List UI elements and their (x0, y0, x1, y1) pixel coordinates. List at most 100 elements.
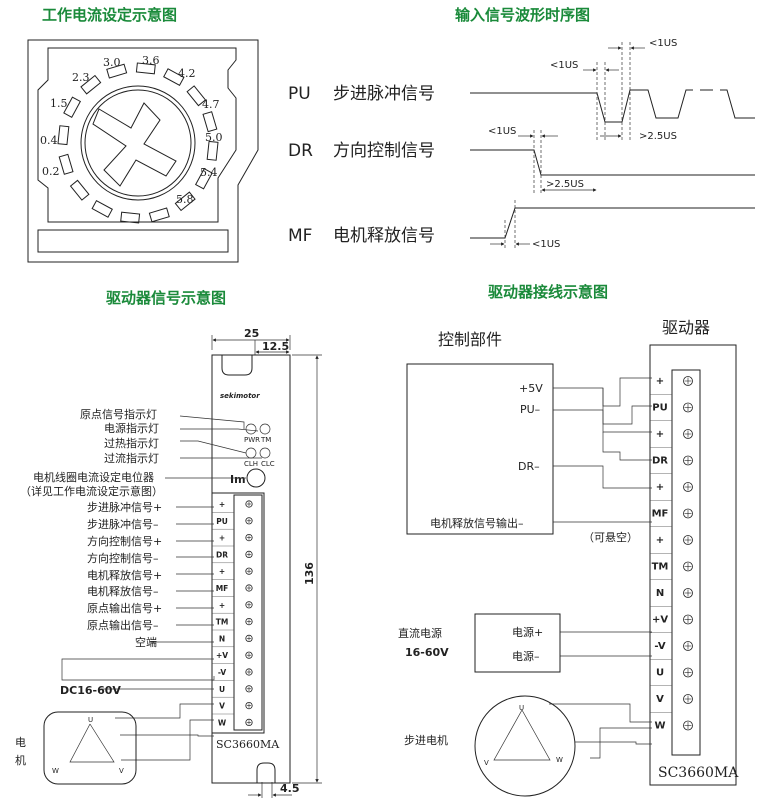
terminal-screw-icon[interactable] (245, 685, 253, 693)
terminal-label: + (219, 601, 225, 610)
terminal-screw-icon[interactable] (683, 482, 693, 492)
terminal-screw-icon[interactable] (245, 651, 253, 659)
terminal-screw-icon[interactable] (683, 694, 693, 704)
terminal-label: W (218, 718, 227, 727)
terminal-screw-icon[interactable] (245, 601, 253, 609)
terminal-screw-icon[interactable] (245, 550, 253, 559)
motor-label: 机 (15, 753, 26, 767)
label-current-pot-note: （详见工作电流设定示意图） (20, 484, 163, 498)
label-overheat-led: 过热指示灯 (104, 436, 159, 450)
terminal-screw-icon[interactable] (683, 429, 693, 439)
dc-power-box (474, 613, 561, 673)
terminal-screw-icon[interactable] (683, 561, 693, 572)
dc-power-title: 直流电源 (398, 626, 442, 640)
control-pin: 电机释放信号输出– (430, 516, 524, 530)
terminal-label: N (219, 634, 225, 643)
dim-width: 25 (244, 327, 259, 340)
phase-label: U (88, 716, 93, 724)
timing-signal-name: 电机释放信号 (333, 226, 435, 246)
wiring-diagram-title: 驱动器接线示意图 (488, 283, 608, 301)
terminal-screw-icon[interactable] (245, 718, 253, 727)
timing-signal-name: 步进脉冲信号 (333, 84, 435, 104)
dial-value: 5.4 (200, 166, 218, 179)
terminal-label: DR (216, 550, 228, 559)
led-label: TM (260, 436, 271, 444)
terminal-screw-icon[interactable] (683, 376, 693, 386)
dial-slot (69, 179, 90, 201)
terminal-label: TM (652, 562, 669, 573)
terminal-label: W (654, 721, 665, 732)
led-pwr (245, 423, 257, 435)
stepper-winding-icon (493, 709, 551, 761)
terminal-screw-icon[interactable] (245, 500, 253, 508)
wiring-diagram: 控制部件 驱动器 +5V PU– DR– 电机释放信号输出– （可悬空） +PU… (398, 318, 739, 797)
pu-waveform (470, 89, 693, 123)
terminal-label: + (219, 500, 225, 509)
dim-half-width: 12.5 (262, 340, 289, 353)
phase-label: U (519, 704, 524, 712)
terminal-screw-icon[interactable] (245, 567, 253, 575)
terminal-screw-icon[interactable] (245, 517, 253, 525)
terminal-screw-icon[interactable] (683, 614, 693, 625)
dial-slot (80, 74, 102, 95)
terminal-label: DR (652, 456, 668, 467)
timing-annotation: <1US (550, 60, 578, 71)
terminal-screw-icon[interactable] (245, 617, 253, 626)
dial-value: 5.0 (205, 131, 223, 144)
timing-annotation: <1US (532, 239, 560, 250)
stepper-motor-circle (474, 695, 576, 797)
phase-label: W (52, 767, 59, 775)
dial-slot (148, 207, 170, 223)
terminal-screw-icon[interactable] (245, 584, 253, 592)
driver-box (649, 344, 737, 786)
dial-slot (58, 153, 74, 175)
stepper-motor-title: 步进电机 (404, 733, 448, 747)
terminal-label: + (656, 535, 664, 546)
terminal-screw-icon[interactable] (245, 634, 253, 643)
terminal-label: + (219, 567, 225, 576)
power-pin: 电源+ (512, 625, 543, 639)
terminal-label: TM (216, 618, 229, 627)
dial-value: 4.7 (202, 98, 220, 111)
model-label: SC3660MA (216, 738, 280, 751)
driver-model: SC3660MA (658, 765, 739, 781)
terminal-screw-icon[interactable] (683, 455, 693, 466)
terminal-label: +V (652, 615, 668, 626)
dim-height: 136 (303, 562, 316, 585)
signal-diagram-title: 驱动器信号示意图 (106, 289, 226, 307)
terminal-screw-icon[interactable] (683, 667, 693, 678)
terminal-screw-icon[interactable] (683, 641, 693, 651)
dial-value: 0.4 (40, 134, 58, 147)
power-pin: 电源– (512, 649, 540, 663)
terminal-screw-icon[interactable] (245, 701, 253, 710)
terminal-label: MF (216, 584, 229, 593)
dial-slot (174, 191, 196, 212)
terminal-screw-icon[interactable] (683, 402, 693, 413)
terminal-screw-icon[interactable] (245, 533, 253, 542)
label-mf-minus: 电机释放信号– (87, 584, 159, 598)
terminal-label: N (656, 588, 664, 599)
current-setting-title: 工作电流设定示意图 (42, 6, 177, 24)
dial-value: 0.2 (42, 165, 60, 178)
terminal-screw-icon[interactable] (245, 668, 253, 676)
terminal-screw-icon[interactable] (683, 720, 693, 731)
dial-value: 3.6 (142, 54, 160, 67)
dial-slot (186, 85, 207, 107)
dial-pointer-icon (92, 102, 177, 187)
label-current-pot: 电机线圈电流设定电位器 (33, 470, 154, 484)
terminal-screw-icon[interactable] (683, 508, 693, 519)
control-pin: DR– (518, 460, 540, 473)
dial-slot (135, 62, 156, 75)
current-pot-knob[interactable] (246, 468, 266, 488)
terminal-screw-icon[interactable] (683, 588, 693, 598)
terminal-label: +V (216, 651, 228, 660)
mf-waveform (470, 207, 755, 239)
terminal-screw-icon[interactable] (683, 535, 693, 545)
dial-slot (206, 140, 219, 161)
dial-value: 3.0 (103, 56, 121, 69)
label-tm-minus: 原点输出信号– (87, 618, 159, 632)
dial-slot (202, 111, 218, 133)
terminal-label: PU (652, 403, 667, 414)
control-pin: +5V (519, 382, 543, 395)
terminal-label: + (656, 376, 664, 387)
